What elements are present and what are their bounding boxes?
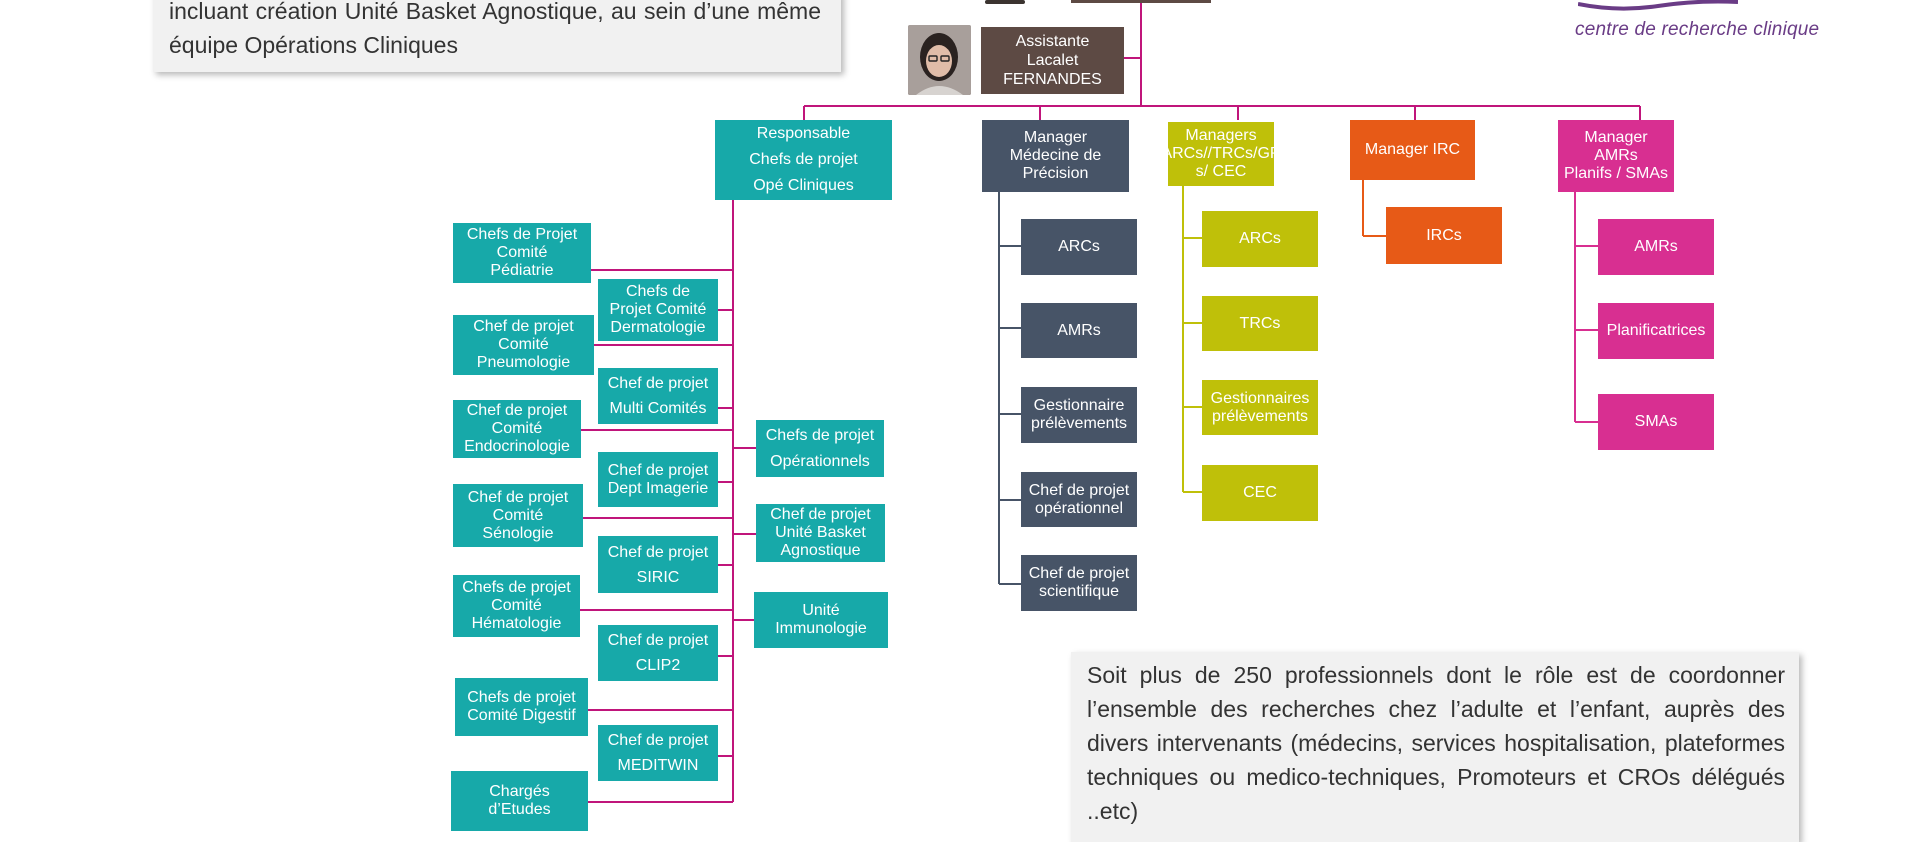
amrs-smas-label: SMAs — [1634, 413, 1678, 430]
ops-pneumologie: Chef de projet Comité Pneumologie — [453, 315, 594, 375]
arcs-arcs-label: ARCs — [1239, 230, 1281, 247]
amrs-amrs-label: AMRs — [1634, 238, 1678, 255]
manager-irc: Manager IRC — [1350, 120, 1475, 180]
ops-charges-etudes: Chargés d’Etudes — [451, 771, 588, 831]
director-label-stub — [1071, 0, 1211, 3]
director-photo — [985, 0, 1025, 4]
ops-endocrinologie-label: Chef de projet Comité Endocrinologie — [464, 402, 570, 455]
crc-logo-subtitle: centre de recherche clinique — [1575, 19, 1819, 41]
ops-pneumologie-label: Chef de projet Comité Pneumologie — [473, 318, 574, 371]
ops-digestif-label: Chefs de projet Comité Digestif — [467, 689, 576, 724]
ops-unite-immunologie: Unité Immunologie — [754, 592, 888, 648]
ops-charges-etudes-label: Chargés d’Etudes — [488, 783, 551, 818]
amrs-planificatrices: Planificatrices — [1598, 303, 1714, 359]
precision-gestionnaire: Gestionnaire prélèvements — [1021, 387, 1137, 443]
manager-arcs-label: Managers ARCs//TRCs/GP s/ CEC — [1161, 127, 1281, 180]
ops-siric: Chef de projet SIRIC — [598, 536, 718, 593]
manager-precision-label: Manager Médecine de Précision — [1009, 129, 1102, 182]
ops-dermatologie: Chefs de Projet Comité Dermatologie — [598, 279, 718, 341]
assistant-photo — [908, 25, 971, 95]
manager-ops-cliniques: Responsable Chefs de projet Opé Clinique… — [715, 120, 892, 200]
ops-senologie: Chef de projet Comité Sénologie — [453, 484, 583, 547]
summary-note-text: Soit plus de 250 professionnels dont le … — [1087, 662, 1785, 824]
precision-arcs-label: ARCs — [1058, 238, 1100, 255]
ops-multi-comites: Chef de projet Multi Comités — [598, 368, 718, 424]
crc-logo-text: centre de recherche clinique — [1575, 19, 1820, 40]
manager-amrs-label: Manager AMRs Planifs / SMAs — [1563, 129, 1669, 182]
ops-siric-label: Chef de projet SIRIC — [607, 543, 709, 586]
assistant-portrait-icon — [908, 25, 971, 95]
ops-dermatologie-label: Chefs de Projet Comité Dermatologie — [609, 283, 707, 336]
arcs-trcs-label: TRCs — [1239, 314, 1281, 332]
assistant-box: Assistante Lacalet FERNANDES — [981, 27, 1124, 94]
ops-unite-basket-label: Chef de projet Unité Basket Agnostique — [770, 506, 871, 559]
ops-meditwin-label: Chef de projet MEDITWIN — [607, 732, 709, 774]
ops-senologie-label: Chef de projet Comité Sénologie — [467, 488, 569, 542]
ops-hematologie-label: Chefs de projet Comité Hématologie — [462, 579, 571, 632]
manager-medecine-precision: Manager Médecine de Précision — [982, 120, 1129, 192]
manager-arcs: Managers ARCs//TRCs/GP s/ CEC — [1161, 122, 1281, 186]
amrs-amrs: AMRs — [1598, 219, 1714, 275]
precision-cp-scientifique: Chef de projet scientifique — [1021, 555, 1137, 611]
summary-note: Soit plus de 250 professionnels dont le … — [1071, 652, 1799, 842]
org-chart-connectors — [580, 0, 1641, 803]
irc-ircs: IRCs — [1386, 207, 1502, 264]
precision-cp-operationnel-label: Chef de projet opérationnel — [1028, 481, 1130, 517]
precision-amrs-label: AMRs — [1057, 321, 1101, 339]
manager-ops-label: Responsable Chefs de projet Opé Clinique… — [749, 125, 858, 194]
arcs-cec: CEC — [1202, 465, 1318, 521]
crc-logo-mark — [1578, 0, 1738, 11]
ops-hematologie: Chefs de projet Comité Hématologie — [453, 575, 580, 637]
precision-gestionnaire-label: Gestionnaire prélèvements — [1030, 397, 1128, 432]
ops-dept-imagerie: Chef de projet Dept Imagerie — [598, 452, 718, 507]
manager-amrs: Manager AMRs Planifs / SMAs — [1558, 120, 1674, 192]
ops-dept-imagerie-label: Chef de projet Dept Imagerie — [607, 461, 709, 497]
ops-operationnels: Chefs de projet Opérationnels — [756, 420, 884, 477]
ops-clip2-label: Chef de projet CLIP2 — [607, 632, 709, 674]
ops-meditwin: Chef de projet MEDITWIN — [598, 725, 718, 781]
arcs-trcs: TRCs — [1202, 296, 1318, 351]
arcs-gestionnaires: Gestionnaires prélèvements — [1202, 380, 1318, 435]
ops-unite-immunologie-label: Unité Immunologie — [775, 602, 867, 637]
amrs-smas: SMAs — [1598, 394, 1714, 450]
arcs-gestionnaires-label: Gestionnaires prélèvements — [1210, 389, 1310, 425]
precision-cp-scientifique-label: Chef de projet scientifique — [1028, 565, 1130, 600]
amrs-planificatrices-label: Planificatrices — [1606, 322, 1706, 339]
assistant-label: Assistante Lacalet FERNANDES — [1003, 33, 1102, 88]
ops-pediatrie-label: Chefs de Projet Comité Pédiatrie — [466, 226, 578, 279]
precision-arcs: ARCs — [1021, 219, 1137, 275]
arcs-cec-label: CEC — [1243, 484, 1277, 501]
precision-cp-operationnel: Chef de projet opérationnel — [1021, 472, 1137, 527]
irc-ircs-label: IRCs — [1426, 226, 1462, 244]
ops-pediatrie: Chefs de Projet Comité Pédiatrie — [453, 223, 591, 283]
ops-digestif: Chefs de projet Comité Digestif — [455, 678, 588, 736]
manager-irc-label: Manager IRC — [1364, 141, 1461, 158]
ops-endocrinologie: Chef de projet Comité Endocrinologie — [453, 400, 581, 458]
intro-note-text: incluant création Unité Basket Agnostiqu… — [169, 0, 821, 58]
ops-unite-basket: Chef de projet Unité Basket Agnostique — [756, 504, 885, 562]
ops-clip2: Chef de projet CLIP2 — [598, 625, 718, 681]
arcs-arcs: ARCs — [1202, 211, 1318, 267]
ops-multi-comites-label: Chef de projet Multi Comités — [607, 375, 709, 417]
precision-amrs: AMRs — [1021, 303, 1137, 358]
intro-note: incluant création Unité Basket Agnostiqu… — [153, 0, 841, 72]
ops-operationnels-label: Chefs de projet Opérationnels — [765, 426, 875, 470]
